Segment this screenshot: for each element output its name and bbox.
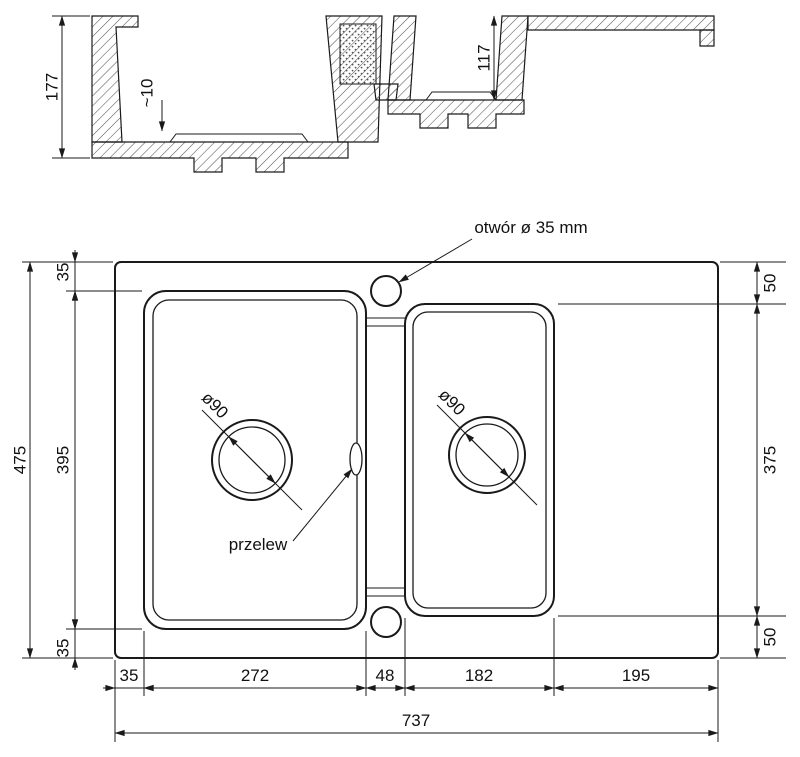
- dim-height-total-text: 475: [10, 446, 29, 474]
- tap-hole-top: [370, 275, 402, 307]
- section-drainboard-lip: [699, 29, 715, 47]
- section-right-recess-line: [425, 91, 497, 101]
- dim-right-bottom-text: 50: [760, 628, 779, 647]
- overflow-label: przelew: [229, 535, 288, 554]
- dim-right-top-text: 50: [760, 274, 779, 293]
- dim-right-mid-text: 375: [760, 446, 779, 474]
- dim-bottom-gap-text: ~10: [137, 79, 156, 108]
- overflow-callout: przelew: [229, 442, 363, 554]
- tap-hole-bottom: [370, 606, 402, 638]
- section-left-wall: [91, 15, 139, 143]
- section-small-basin-right-wall: [495, 15, 529, 101]
- plan-view: otwór ø 35 mm ø90 ø90 p: [10, 218, 786, 742]
- dim-bottom-5-text: 195: [622, 666, 650, 685]
- section-left-recess-line: [169, 133, 309, 143]
- section-small-basin-left-wall: [387, 15, 417, 101]
- cross-section-view: 177 ~10 117: [42, 15, 715, 173]
- dims-right: 50 375 50: [558, 261, 786, 659]
- overflow-slot: [349, 442, 363, 476]
- section-small-basin-floor: [387, 99, 525, 129]
- basin-bridge-lines: [366, 317, 405, 597]
- dim-depth-small-text: 117: [474, 44, 493, 71]
- dim-depth-main-text: 177: [42, 73, 61, 101]
- section-left-bottom-slab: [91, 141, 349, 173]
- section-drainboard: [527, 15, 715, 31]
- dims-bottom: 35 272 48 182 195 737: [103, 618, 719, 742]
- dims-left: 475 35 395 35: [10, 250, 142, 670]
- dim-bottom-3-text: 48: [376, 666, 395, 685]
- dim-width-total-text: 737: [402, 711, 430, 730]
- drain-right: ø90: [435, 385, 538, 506]
- dim-depth-177: 177: [42, 15, 90, 159]
- dim-left-mid-text: 395: [53, 446, 72, 474]
- dim-left-bottom-text: 35: [53, 639, 72, 658]
- dim-bottom-2-text: 272: [241, 666, 269, 685]
- dim-bottom-1-text: 35: [120, 666, 139, 685]
- dim-depth-117: 117: [474, 15, 498, 101]
- dim-left-top-text: 35: [53, 263, 72, 282]
- tap-hole-callout: otwór ø 35 mm: [398, 218, 588, 283]
- dim-bottom-gap-10: ~10: [137, 79, 166, 132]
- section-stipple-core: [339, 23, 377, 85]
- drain-left: ø90: [198, 388, 303, 511]
- tap-hole-label: otwór ø 35 mm: [474, 218, 587, 237]
- dim-bottom-4-text: 182: [465, 666, 493, 685]
